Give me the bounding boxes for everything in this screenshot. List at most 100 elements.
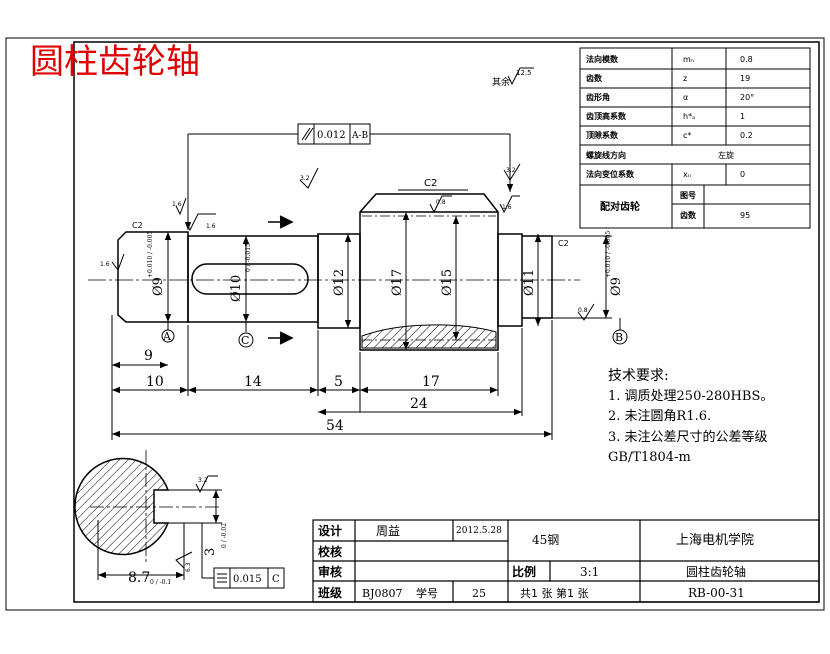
length-10: 10 (146, 374, 164, 390)
symmetry-value: 0.015 (233, 574, 262, 585)
roughness-value: 12.5 (516, 69, 532, 77)
tb-class: BJ0807 (362, 587, 403, 600)
section-width-tol: 0 / -0.02 (221, 523, 228, 548)
tb-class-label: 班级 (318, 585, 342, 600)
dia-left: Ø9 (151, 277, 166, 296)
param-value: 20° (740, 93, 754, 102)
diameter-labels: Ø9 +0.010 / -0.005 Ø10 0 / -0.015 Ø12 Ø1… (147, 231, 624, 302)
dia-keyway: Ø10 (229, 275, 244, 302)
param-symbol: h*ₐ (683, 112, 695, 121)
roughness-symbol (507, 67, 534, 86)
runout-frame (184, 123, 514, 230)
tech-item: GB/T1804-m (608, 450, 691, 465)
tb-drawing-no: RB-00-31 (688, 586, 745, 600)
roughness-value: 1.6 (206, 223, 216, 230)
dia-keyway-tol: 0 / -0.015 (245, 243, 252, 272)
section-depth-tol: 0 / -0.1 (150, 579, 171, 586)
section-arrow (268, 331, 294, 345)
roughness-value: 0.8 (436, 199, 446, 206)
tech-item: 3. 未注公差尺寸的公差等级 (608, 429, 768, 445)
param-name: 齿形角 (586, 92, 610, 102)
gear-param-text: 法向模数 齿数 齿形角 齿顶高系数 顶隙系数 螺旋线方向 法向变位系数 mₙ z… (586, 54, 754, 220)
tb-school: 上海电机学院 (676, 532, 754, 548)
section-arrow (268, 215, 294, 229)
chamfer-right: C2 (558, 239, 569, 248)
param-name: 齿数 (586, 73, 603, 83)
mating-code-label: 图号 (680, 191, 696, 200)
length-labels: 9 10 14 5 17 24 54 (144, 348, 440, 434)
datum-c: C (241, 334, 249, 347)
tb-check-label: 校核 (318, 544, 342, 559)
param-symbol: c* (683, 131, 691, 140)
runout-datum: A-B (351, 131, 369, 141)
tb-student-no: 25 (472, 587, 486, 600)
section-width: 3 (203, 548, 218, 556)
roughness-value: 6.3 (185, 562, 192, 572)
param-name: 螺旋线方向 (586, 150, 626, 160)
symmetry-datum: C (272, 574, 280, 585)
length-5: 5 (334, 374, 343, 390)
param-name: 齿顶高系数 (586, 111, 627, 121)
tb-designer: 周益 (376, 524, 400, 538)
dia-left-tol: +0.010 / -0.005 (147, 231, 154, 278)
tb-sheets: 共1 张 第1 张 (520, 586, 589, 600)
keyway-slot (191, 263, 309, 295)
length-9: 9 (144, 348, 153, 364)
drawing-title: 圆柱齿轮轴 (30, 42, 200, 82)
tech-requirements: 技术要求: 1. 调质处理250-280HBS。 2. 未注圆角R1.6. 3.… (608, 368, 773, 465)
dia-17: Ø17 (390, 269, 405, 296)
datum-markers (161, 318, 628, 348)
tb-student-no-label: 学号 (416, 586, 438, 600)
dia-right: Ø9 (609, 277, 624, 296)
tb-review-label: 审核 (318, 564, 342, 579)
roughness-value: 3.2 (506, 167, 516, 174)
roughness-values: 1.6 0.8 1.6 3.2 3.2 1.6 1.6 0.8 (100, 167, 588, 314)
chamfer-left: C2 (132, 221, 143, 230)
param-value: 左旋 (718, 150, 734, 160)
tech-heading: 技术要求: (608, 368, 669, 384)
datum-a: A (162, 330, 172, 343)
title-block-grid (312, 519, 820, 603)
tech-item: 2. 未注圆角R1.6. (608, 409, 711, 424)
title-block-text: 设计 周益 2012.5.28 校核 审核 班级 BJ0807 学号 25 45… (318, 523, 754, 600)
tb-scale: 3:1 (580, 565, 599, 579)
param-symbol: mₙ (683, 55, 694, 64)
tb-part-name: 圆柱齿轮轴 (686, 564, 746, 579)
chamfer-gear: C2 (424, 178, 437, 189)
tb-scale-label: 比例 (512, 564, 536, 579)
length-24: 24 (410, 396, 428, 412)
length-14: 14 (244, 374, 262, 390)
tech-item: 1. 调质处理250-280HBS。 (608, 389, 773, 404)
param-value: 1 (740, 112, 745, 121)
param-value: 19 (740, 74, 750, 83)
outer-border (5, 37, 825, 611)
dia-12: Ø12 (332, 269, 347, 296)
mating-teeth-label: 齿数 (680, 210, 697, 220)
section-depth: 8.7 (128, 570, 150, 586)
roughness-value: 3.2 (300, 175, 310, 182)
param-symbol: z (683, 74, 687, 83)
param-symbol: α (683, 93, 688, 102)
param-name: 法向变位系数 (586, 169, 635, 179)
length-dims (111, 315, 553, 440)
tb-design-label: 设计 (318, 523, 342, 538)
param-value: 0.2 (740, 131, 753, 140)
roughness-value: 1.6 (172, 201, 182, 208)
section-view (74, 450, 222, 580)
mating-teeth: 95 (740, 211, 750, 220)
dia-11: Ø11 (522, 269, 537, 296)
gear-param-table (579, 47, 811, 229)
dia-15: Ø15 (440, 269, 455, 296)
runout-value: 0.012 (317, 130, 346, 141)
datum-b: B (615, 331, 623, 344)
roughness-value: 0.8 (578, 307, 588, 314)
roughness-value: 3.2 (198, 477, 208, 484)
tb-material: 45钢 (532, 533, 559, 547)
roughness-value: 1.6 (100, 261, 110, 268)
length-54: 54 (326, 418, 344, 434)
symmetry-frame (201, 523, 285, 589)
dia-right-tol: +0.010 / -0.005 (605, 231, 612, 278)
param-name: 法向模数 (586, 54, 619, 64)
tb-date: 2012.5.28 (456, 526, 502, 536)
